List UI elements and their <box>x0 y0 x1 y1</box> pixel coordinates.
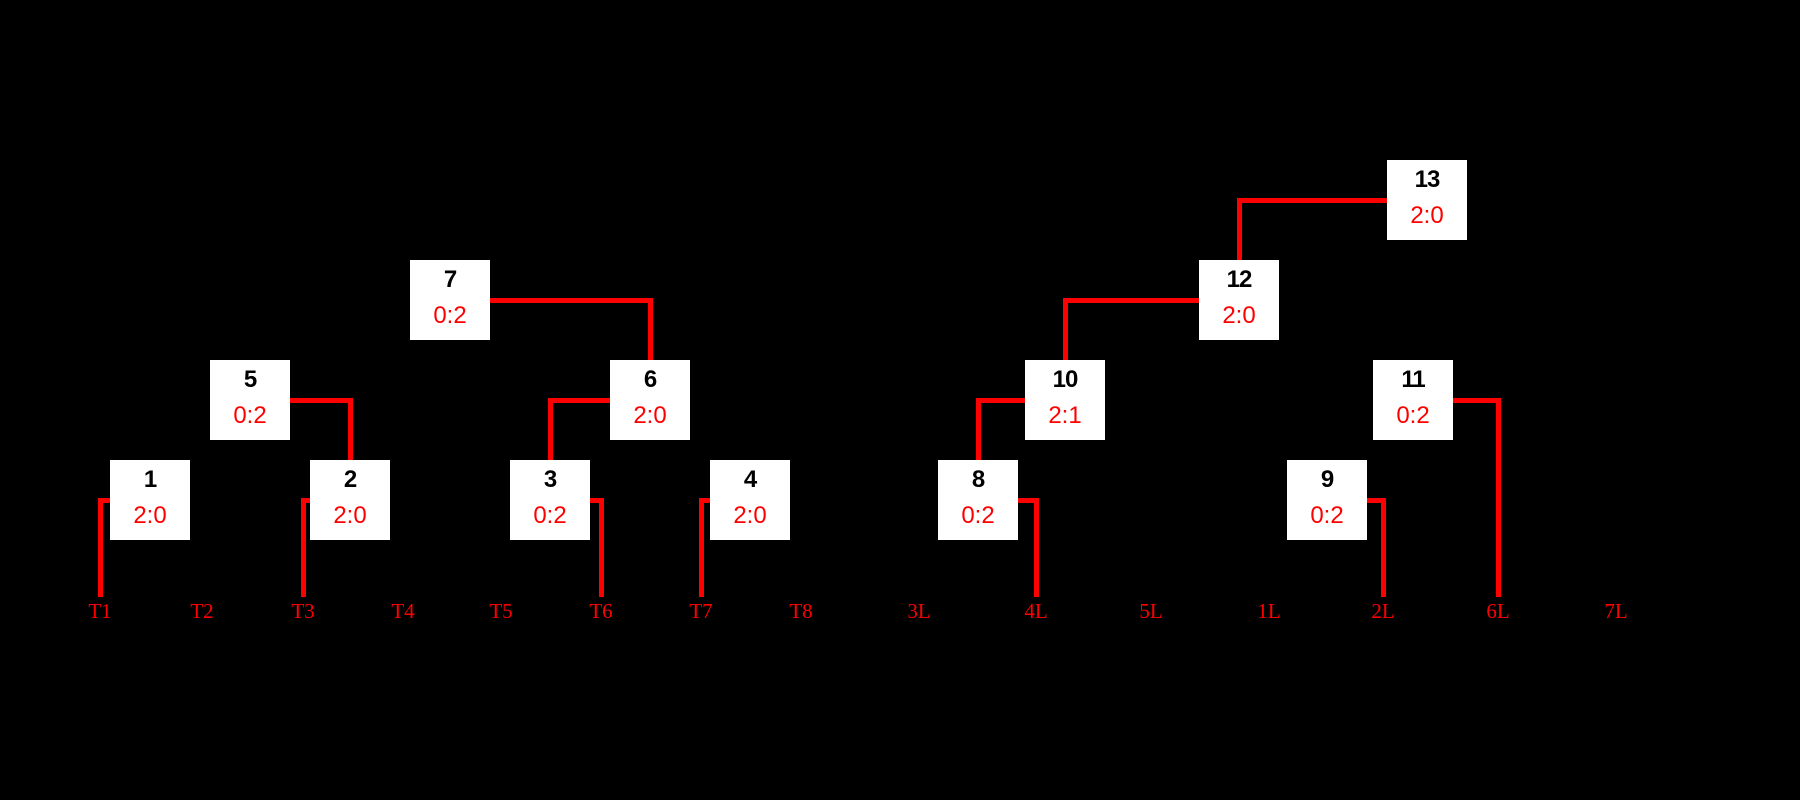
edge-11-6L-v <box>1495 397 1501 597</box>
edge-4-T7-v <box>698 497 704 597</box>
edge-7-6-v <box>647 297 653 360</box>
edge-11-6L-h <box>1453 397 1501 403</box>
edge-5-2-v <box>347 397 353 460</box>
slot-label-5L: 5L <box>1139 599 1163 623</box>
match-score: 2:0 <box>1222 302 1256 329</box>
match-score: 2:0 <box>333 502 367 529</box>
slot-label-T1: T1 <box>88 599 112 623</box>
edge-10-8-h <box>975 397 1025 403</box>
match-number: 8 <box>971 466 985 493</box>
slot-label-4L: 4L <box>1024 599 1048 623</box>
slot-label-T8: T8 <box>789 599 813 623</box>
match-score: 2:1 <box>1048 402 1082 429</box>
match-score: 2:0 <box>633 402 667 429</box>
edge-2-T3-v <box>300 497 306 597</box>
edge-1-T1-h <box>97 497 110 503</box>
slot-label-1L: 1L <box>1257 599 1281 623</box>
match-number: 4 <box>743 466 757 493</box>
edge-8-4L-v <box>1033 497 1039 597</box>
slot-label-T3: T3 <box>291 599 315 623</box>
edge-6-3-h <box>547 397 610 403</box>
slot-label-T4: T4 <box>391 599 415 623</box>
slot-label-6L: 6L <box>1486 599 1510 623</box>
edge-12-10-h <box>1062 297 1199 303</box>
edge-6-3-v <box>547 397 553 460</box>
match-score: 0:2 <box>1396 402 1430 429</box>
match-number: 7 <box>443 266 457 293</box>
edge-13-12-h <box>1236 197 1387 203</box>
match-score: 0:2 <box>233 402 267 429</box>
match-score: 0:2 <box>433 302 467 329</box>
match-number: 3 <box>543 466 557 493</box>
slot-label-T6: T6 <box>589 599 613 623</box>
match-score: 2:0 <box>733 502 767 529</box>
slot-label-3L: 3L <box>907 599 931 623</box>
slot-label-2L: 2L <box>1371 599 1395 623</box>
slot-label-T7: T7 <box>689 599 713 623</box>
edge-3-T6-v <box>598 497 604 597</box>
match-number: 5 <box>243 366 257 393</box>
edge-9-2L-h <box>1367 497 1386 503</box>
edge-8-4L-h <box>1018 497 1039 503</box>
edge-13-12-v <box>1236 197 1242 260</box>
edge-3-T6-h <box>590 497 604 503</box>
match-number: 13 <box>1414 166 1441 193</box>
slot-label-T2: T2 <box>190 599 214 623</box>
match-number: 11 <box>1401 366 1425 393</box>
match-score: 0:2 <box>961 502 995 529</box>
match-score: 0:2 <box>1310 502 1344 529</box>
slot-label-7L: 7L <box>1604 599 1628 623</box>
edge-9-2L-v <box>1380 497 1386 597</box>
edge-1-T1-v <box>97 497 103 597</box>
match-number: 12 <box>1226 266 1253 293</box>
match-number: 2 <box>343 466 357 493</box>
match-score: 2:0 <box>133 502 167 529</box>
edge-10-8-v <box>975 397 981 460</box>
edge-5-2-h <box>290 397 353 403</box>
match-number: 6 <box>643 366 657 393</box>
edge-7-6-h <box>490 297 653 303</box>
match-number: 9 <box>1320 466 1334 493</box>
match-score: 2:0 <box>1410 202 1444 229</box>
edge-4-T7-h <box>698 497 710 503</box>
match-score: 0:2 <box>533 502 567 529</box>
edge-12-10-v <box>1062 297 1068 360</box>
match-number: 1 <box>143 466 157 493</box>
slot-label-T5: T5 <box>489 599 513 623</box>
match-number: 10 <box>1052 366 1079 393</box>
